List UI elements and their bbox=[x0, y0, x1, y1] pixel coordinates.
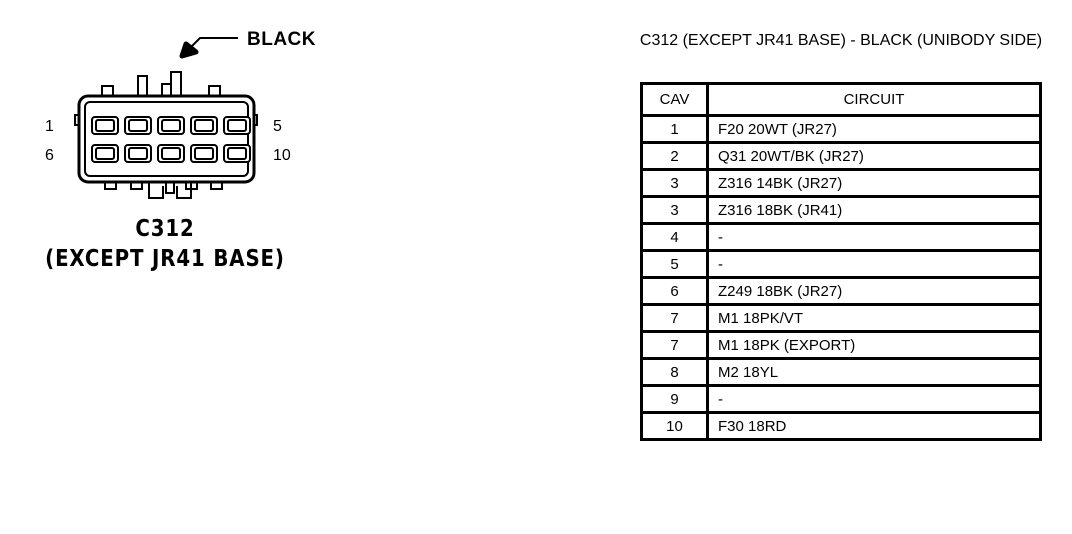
connector-caption-line1: C312 bbox=[135, 216, 195, 242]
cell-cav: 9 bbox=[640, 384, 709, 414]
connector-illustration: BLACK 1 6 5 10 bbox=[45, 29, 316, 199]
cell-circuit: M1 18PK/VT bbox=[706, 303, 1042, 333]
cell-circuit: - bbox=[706, 249, 1042, 279]
cell-cav: 10 bbox=[640, 411, 709, 441]
connector-top-tabs bbox=[101, 71, 221, 99]
cell-cav: 7 bbox=[640, 330, 709, 360]
cell-cav: 3 bbox=[640, 195, 709, 225]
table-row: 9- bbox=[640, 384, 1042, 414]
table-row: 4- bbox=[640, 222, 1042, 252]
pin-label-5: 5 bbox=[273, 118, 282, 135]
cell-circuit: M2 18YL bbox=[706, 357, 1042, 387]
cell-circuit: Q31 20WT/BK (JR27) bbox=[706, 141, 1042, 171]
table-header-row: CAV CIRCUIT bbox=[640, 82, 1042, 117]
cav-circuit-panel: C312 (EXCEPT JR41 BASE) - BLACK (UNIBODY… bbox=[620, 0, 1072, 534]
cell-circuit: M1 18PK (EXPORT) bbox=[706, 330, 1042, 360]
cell-circuit: Z316 18BK (JR41) bbox=[706, 195, 1042, 225]
cell-cav: 7 bbox=[640, 303, 709, 333]
cell-cav: 4 bbox=[640, 222, 709, 252]
connector-body bbox=[77, 94, 256, 184]
header-cav: CAV bbox=[640, 82, 709, 117]
cell-cav: 1 bbox=[640, 114, 709, 144]
table-header: CAV CIRCUIT bbox=[640, 82, 1042, 117]
black-callout-label: BLACK bbox=[247, 29, 316, 50]
connector-cavities bbox=[91, 116, 251, 163]
cell-circuit: Z316 14BK (JR27) bbox=[706, 168, 1042, 198]
cell-cav: 5 bbox=[640, 249, 709, 279]
table-title: C312 (EXCEPT JR41 BASE) - BLACK (UNIBODY… bbox=[639, 32, 1043, 49]
cavity-row-top bbox=[91, 116, 251, 135]
table-row: 5- bbox=[640, 249, 1042, 279]
cell-cav: 8 bbox=[640, 357, 709, 387]
pin-label-1: 1 bbox=[45, 118, 54, 135]
cell-circuit: - bbox=[706, 222, 1042, 252]
pin-label-10: 10 bbox=[273, 147, 291, 164]
black-callout-leader bbox=[179, 37, 238, 59]
cell-circuit: F30 18RD bbox=[706, 411, 1042, 441]
cell-circuit: F20 20WT (JR27) bbox=[706, 114, 1042, 144]
cavity-row-bottom bbox=[91, 144, 251, 163]
cell-circuit: - bbox=[706, 384, 1042, 414]
cell-circuit: Z249 18BK (JR27) bbox=[706, 276, 1042, 306]
cell-cav: 3 bbox=[640, 168, 709, 198]
cell-cav: 6 bbox=[640, 276, 709, 306]
connector-caption-line2: (EXCEPT JR41 BASE) bbox=[45, 246, 285, 272]
connector-diagram-panel: BLACK 1 6 5 10 C312 (EXCEPT JR41 BASE) bbox=[23, 29, 316, 274]
header-circuit: CIRCUIT bbox=[706, 82, 1042, 117]
connector-caption: C312 (EXCEPT JR41 BASE) bbox=[23, 214, 307, 274]
cell-cav: 2 bbox=[640, 141, 709, 171]
pin-label-6: 6 bbox=[45, 147, 54, 164]
